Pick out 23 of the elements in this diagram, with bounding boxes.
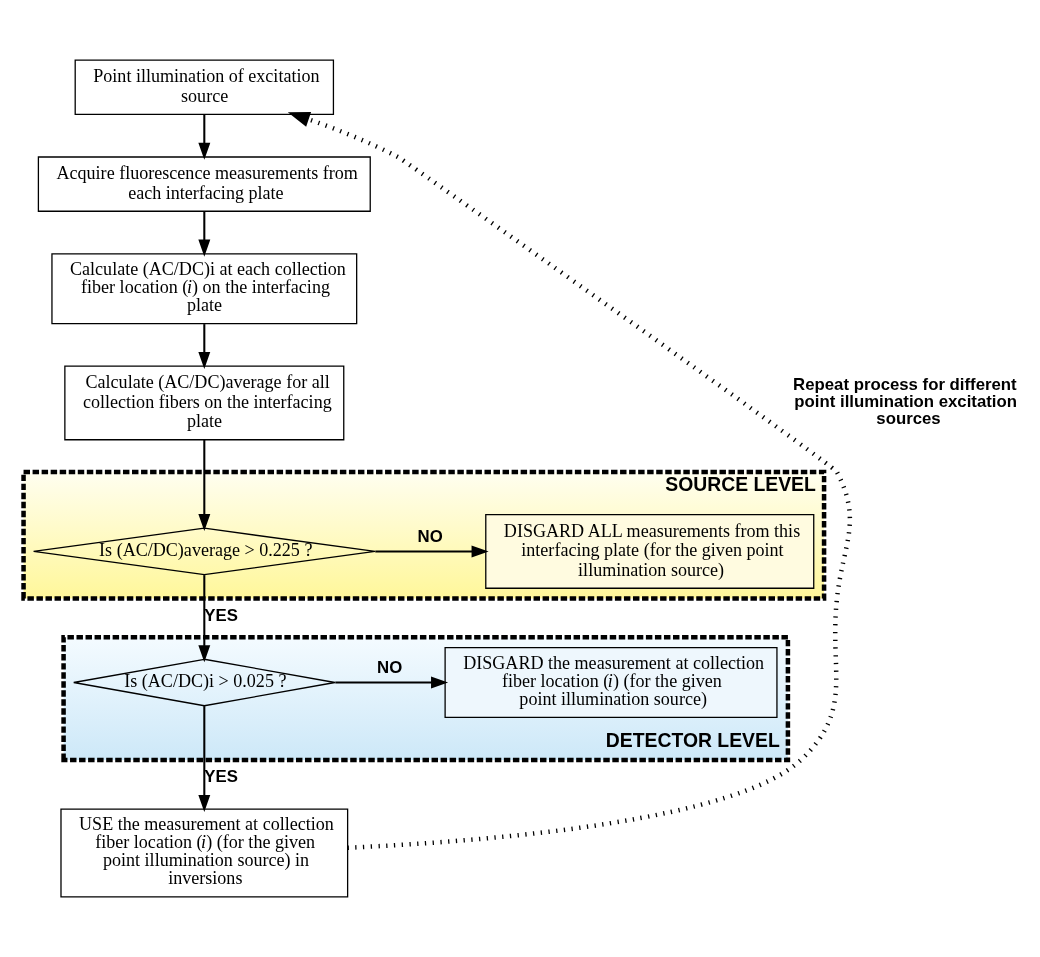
arrow bbox=[198, 114, 211, 160]
arrow bbox=[198, 324, 211, 369]
arrow bbox=[198, 439, 211, 532]
node-diamond: Is (AC/DC)i > 0.025 ? bbox=[73, 658, 336, 707]
arrow bbox=[198, 575, 211, 663]
node-box: Calculate (AC/DC)average for all collection fibers on the interfacing plate bbox=[64, 365, 345, 441]
edge-label: YES bbox=[204, 767, 238, 787]
edge-label: NO bbox=[417, 526, 443, 546]
node-diamond: Is (AC/DC)average > 0.225 ? bbox=[32, 527, 376, 576]
node-box: DISGARD ALL measurements from this interfacing plate (for the given point illumination source) bbox=[485, 514, 815, 589]
node-box: DISGARD the measurement at collection fiber location (i) (for the given point illumination source) bbox=[444, 647, 778, 718]
edge-label: Repeat process for different point illumination excitation sources bbox=[793, 374, 1017, 428]
node-box: Acquire fluorescence measurements from each interfacing plate bbox=[37, 156, 371, 212]
arrow bbox=[198, 706, 211, 812]
node-box: Point illumination of excitation source bbox=[74, 59, 335, 116]
arrow bbox=[198, 211, 211, 257]
edge-label: YES bbox=[204, 606, 238, 626]
node-box: USE the measurement at collection fiber location (i) (for the given point illumination source) in inversions bbox=[60, 808, 349, 898]
arrow bbox=[335, 676, 449, 689]
edge-label: NO bbox=[377, 657, 403, 677]
arrow bbox=[375, 545, 489, 558]
arrow bbox=[287, 112, 852, 850]
node-box: Calculate (AC/DC)i at each collection fiber location (i) on the interfacing plate bbox=[51, 253, 358, 325]
